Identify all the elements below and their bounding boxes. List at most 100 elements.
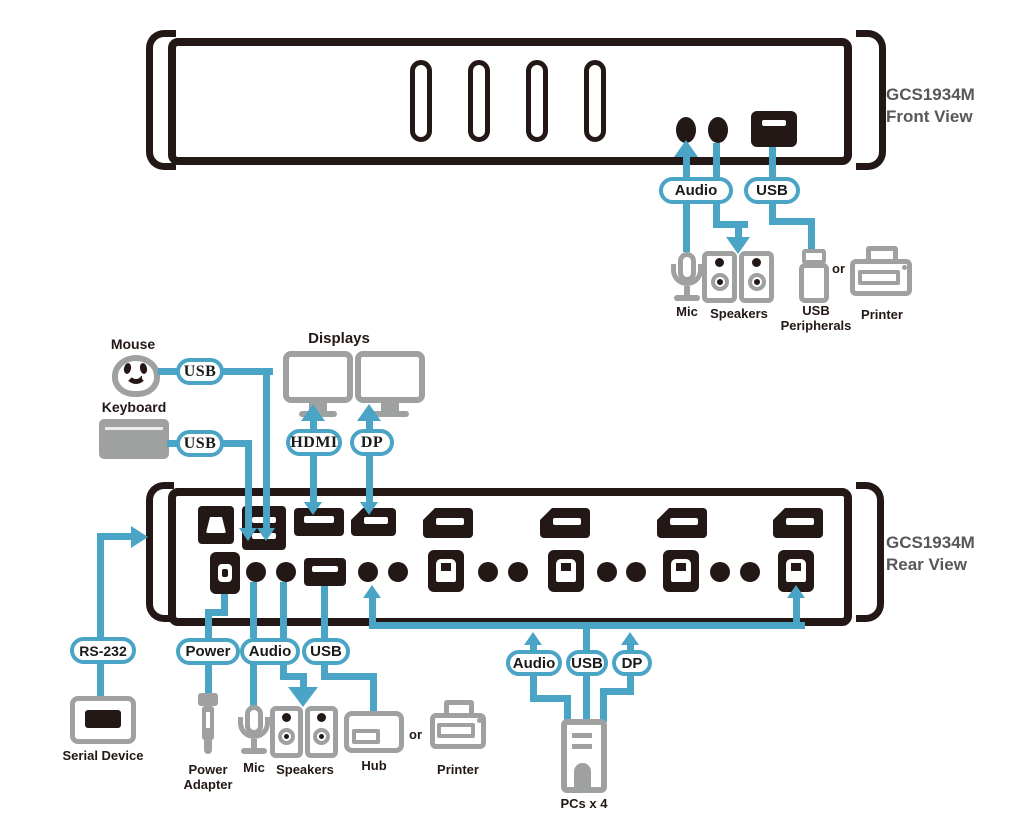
rear-speaker-wire-drop bbox=[300, 673, 307, 687]
front-mic-label: Mic bbox=[676, 304, 698, 319]
hdmi-wire-down bbox=[310, 455, 317, 504]
rear-view-label: Rear View bbox=[886, 555, 967, 574]
keyboard-key-row bbox=[105, 427, 163, 430]
hdmi-callout-text: HDMI bbox=[290, 433, 338, 451]
mic-wire-down bbox=[683, 203, 690, 252]
rear-usb-callout-text: USB bbox=[310, 643, 342, 660]
port1-usb-b-pin bbox=[441, 563, 451, 571]
monitor-screen bbox=[283, 351, 353, 403]
usb-flash-plug bbox=[802, 249, 826, 264]
rear-power-jack-pin bbox=[222, 569, 228, 577]
rs232-callout: RS-232 bbox=[70, 637, 136, 664]
keyboard-icon bbox=[99, 419, 169, 459]
rear-power-jack bbox=[210, 552, 240, 594]
rear-mic-label: Mic bbox=[243, 760, 265, 775]
rear-speaker-wire-down bbox=[280, 663, 287, 680]
serial-device-connector bbox=[85, 710, 121, 728]
front-usb-port bbox=[751, 111, 797, 147]
dp-wire-up bbox=[366, 419, 373, 431]
rear-printer-slot bbox=[437, 723, 475, 738]
front-speaker-jack bbox=[708, 117, 728, 143]
mic-arrow-icon bbox=[674, 140, 698, 157]
pc-dp-arrow-icon bbox=[621, 632, 639, 645]
rear-speaker-wire-up bbox=[280, 582, 287, 638]
usb-flash-body bbox=[799, 263, 829, 303]
pc-audio-callout-text: Audio bbox=[512, 654, 556, 672]
dp-wire-arrow-icon bbox=[360, 502, 378, 515]
rear-mic-wire-down bbox=[250, 663, 257, 706]
rear-audio-callout: Audio bbox=[240, 638, 300, 665]
port3-mic-jack bbox=[597, 562, 617, 582]
rear-speakers-label: Speakers bbox=[276, 762, 334, 777]
speaker-woofer-dot-right bbox=[754, 279, 760, 285]
mouse-wire-arrow-icon bbox=[257, 528, 275, 541]
speaker-arrow-icon bbox=[726, 237, 750, 254]
rear-hdmi-out-slot bbox=[304, 516, 334, 523]
rear-dp-in-port-3 bbox=[657, 508, 707, 538]
power-plug-cap bbox=[198, 693, 218, 706]
front-usb-wire-drop bbox=[808, 218, 815, 252]
pc-dp-callout: DP bbox=[612, 650, 652, 676]
pc-bus-left-stub bbox=[369, 598, 376, 626]
pc-foot-arch bbox=[574, 763, 591, 787]
front-usb-peripherals-line2: Peripherals bbox=[780, 318, 852, 333]
power-adapter-icon bbox=[195, 693, 221, 759]
speaker-wire-down bbox=[713, 203, 720, 228]
monitor-neck bbox=[381, 403, 399, 411]
front-chassis-right-bracket bbox=[856, 30, 886, 170]
mic-holder bbox=[671, 264, 703, 286]
speaker-wire-drop bbox=[735, 221, 742, 239]
rear-dp-in-slot-3 bbox=[670, 518, 698, 525]
pc-audio-wire-drop bbox=[564, 695, 571, 722]
hdmi-wire-arrow-icon bbox=[304, 502, 322, 515]
mouse-wire-drop bbox=[263, 368, 270, 528]
keyboard-wire-drop bbox=[245, 440, 252, 528]
rear-speaker-tweeter-left bbox=[282, 713, 291, 722]
rear-dp-in-slot-4 bbox=[786, 518, 814, 525]
front-view-label: Front View bbox=[886, 107, 973, 126]
port1-usb-b bbox=[428, 550, 464, 592]
mouse-icon bbox=[112, 355, 160, 397]
rear-printer-icon bbox=[430, 700, 488, 758]
mouse-palm-line bbox=[125, 371, 147, 384]
rear-console-usb-a-slot bbox=[312, 566, 338, 572]
speaker-tweeter-left bbox=[715, 258, 724, 267]
rear-printer-label: Printer bbox=[437, 762, 479, 777]
rear-mic-base bbox=[241, 748, 267, 754]
front-audio-callout: Audio bbox=[659, 177, 733, 204]
keyboard-body bbox=[99, 419, 169, 459]
rear-speaker-tweeter-right bbox=[317, 713, 326, 722]
port-select-button-3 bbox=[526, 60, 548, 142]
rear-dp-in-port-4 bbox=[773, 508, 823, 538]
serial-device-label: Serial Device bbox=[62, 748, 144, 763]
mouse-usb-callout: USB bbox=[176, 358, 224, 385]
port2-speaker-jack bbox=[508, 562, 528, 582]
power-plug-tip bbox=[204, 740, 212, 754]
rs232-wire-down bbox=[97, 663, 104, 698]
pc-drive-bay-2 bbox=[572, 744, 592, 749]
rear-mic-icon bbox=[231, 703, 277, 755]
displays-label: Displays bbox=[308, 330, 370, 347]
rear-speaker-woofer-dot-left bbox=[284, 734, 289, 739]
keyboard-usb-callout-text: USB bbox=[183, 434, 217, 452]
pc-audio-callout: Audio bbox=[506, 650, 562, 676]
power-plug-slot bbox=[206, 712, 210, 728]
rear-dp-in-slot-2 bbox=[553, 518, 581, 525]
pc-bus-right-arrow-icon bbox=[787, 585, 805, 598]
port3-usb-b bbox=[663, 550, 699, 592]
front-usb-wire-up bbox=[769, 147, 776, 178]
hub-label: Hub bbox=[361, 758, 387, 773]
pc-drive-bay-1 bbox=[572, 733, 592, 738]
rear-optical-slot bbox=[206, 517, 226, 533]
pc-tower-icon bbox=[561, 719, 607, 793]
rear-speakers-icon bbox=[270, 706, 340, 760]
monitor-dp-icon bbox=[355, 351, 425, 417]
speaker-woofer-dot-left bbox=[717, 279, 723, 285]
port4-mic-jack bbox=[710, 562, 730, 582]
speakers-icon bbox=[702, 251, 776, 305]
pc-bus-left-arrow-icon bbox=[363, 585, 381, 598]
front-or-text: or bbox=[832, 261, 845, 276]
rear-usb-wire-drop bbox=[370, 673, 377, 713]
port1-mic-jack bbox=[358, 562, 378, 582]
